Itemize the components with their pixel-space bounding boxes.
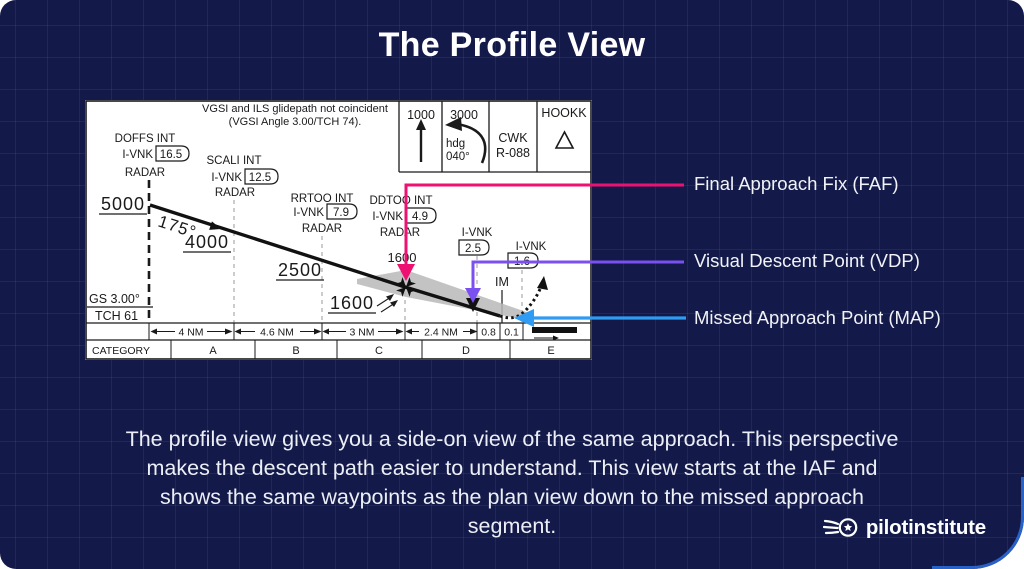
runway-arrow-head xyxy=(553,335,559,341)
distance-value: 3 NM xyxy=(349,327,374,339)
header-box-grid xyxy=(398,101,591,173)
fix-ident: I-VNK xyxy=(211,172,242,184)
runway-bar xyxy=(532,327,577,333)
fix-ident: I-VNK xyxy=(372,211,403,223)
category-value: C xyxy=(375,345,383,357)
turn-arrow xyxy=(456,122,487,164)
fix-name: DDTOO INT xyxy=(369,195,432,207)
faf-maltese-cross-icon xyxy=(396,277,416,297)
altitude-initial: 5000 xyxy=(101,194,145,214)
fix-scali: SCALI INT I-VNK 12.5 RADAR xyxy=(207,155,279,199)
category-value: A xyxy=(209,345,217,357)
fix-note: RADAR xyxy=(302,223,342,235)
radial: R-088 xyxy=(496,146,530,160)
fix-note: RADAR xyxy=(125,167,165,179)
fix-dme: 16.5 xyxy=(160,149,182,161)
altitude-step1: 4000 xyxy=(185,232,229,252)
distance-value: 4 NM xyxy=(178,327,203,339)
missed-approach-boxes: 1000 3000 hdg 040° CWK R-088 HOOKK xyxy=(398,101,591,173)
dme-box xyxy=(326,203,358,220)
fix-dme: 4.9 xyxy=(412,211,428,223)
fix-name: RRTOO INT xyxy=(291,193,354,205)
distance-category-table: 4 NM 4.6 NM 3 NM 2.4 NM 0.8 0.1 CATEGORY… xyxy=(86,322,591,359)
faf-crossing-altitude: 1600 xyxy=(388,250,417,265)
turn-altitude: 3000 xyxy=(450,108,478,122)
fix-name: SCALI INT xyxy=(207,155,262,167)
pilot-institute-badge-icon xyxy=(822,518,858,537)
glidepath-line xyxy=(149,203,501,318)
navaid: CWK xyxy=(498,131,528,145)
category-cell-dividers xyxy=(170,340,511,359)
table-row-lines xyxy=(86,322,591,341)
fix-ident: I-VNK xyxy=(462,227,493,239)
distance-arrows xyxy=(150,328,478,335)
fix-rrtoo: RRTOO INT I-VNK 7.9 RADAR xyxy=(291,193,358,235)
annotation-label-map: Missed Approach Point (MAP) xyxy=(694,307,941,328)
altitude-step3: 1600 xyxy=(330,293,374,313)
annotation-label-faf: Final Approach Fix (FAF) xyxy=(694,173,899,194)
fix-name: DOFFS INT xyxy=(115,133,176,145)
fix-ident: I-VNK xyxy=(122,149,153,161)
distance-value: 2.4 NM xyxy=(424,327,458,339)
distance-value: 0.8 xyxy=(481,327,496,339)
heading-value: 040° xyxy=(446,151,470,163)
vgsi-note: VGSI and ILS glidepath not coincident (V… xyxy=(202,103,388,128)
glideslope-text: GS 3.00° xyxy=(89,292,140,306)
dme-box xyxy=(155,145,190,162)
fix-dme: 1.6 xyxy=(514,256,530,268)
distance-value: 4.6 NM xyxy=(260,327,294,339)
distance-value: 0.1 xyxy=(504,327,519,339)
holding-fix: HOOKK xyxy=(541,106,587,120)
fix-dme: 2.5 xyxy=(465,243,481,255)
dme-box xyxy=(244,168,279,185)
altitude-step2: 2500 xyxy=(278,260,322,280)
runway-symbol xyxy=(532,327,577,341)
fix-dme: 12.5 xyxy=(249,172,271,184)
fix-note: RADAR xyxy=(215,187,255,199)
description-text: The profile view gives you a side-on vie… xyxy=(125,426,899,539)
corner-accent-decoration xyxy=(932,477,1024,569)
fix-ident: I-VNK xyxy=(516,241,547,253)
holding-fix-triangle-icon xyxy=(554,130,575,149)
heading-label: hdg xyxy=(446,138,465,150)
category-value: B xyxy=(292,345,299,357)
category-value: D xyxy=(462,345,470,357)
page-title: The Profile View xyxy=(378,26,646,64)
profile-chart-svg: VGSI and ILS glidepath not coincident (V… xyxy=(85,100,592,360)
fix-ident: I-VNK xyxy=(293,207,324,219)
annotation-label-vdp: Visual Descent Point (VDP) xyxy=(694,250,920,271)
category-label: CATEGORY xyxy=(92,345,150,357)
climb-arrow-head xyxy=(416,119,426,130)
course-arrow-head xyxy=(209,221,221,230)
im-marker-label: IM xyxy=(495,275,509,289)
glideslope-block: GS 3.00° TCH 61 xyxy=(87,292,153,323)
vgsi-note-line2: (VGSI Angle 3.00/TCH 74). xyxy=(229,116,362,128)
category-row: CATEGORY A B C D E xyxy=(92,345,555,357)
distance-values: 4 NM 4.6 NM 3 NM 2.4 NM 0.8 0.1 xyxy=(178,327,518,339)
fix-note: RADAR xyxy=(380,227,420,239)
category-value: E xyxy=(547,345,554,357)
tch-text: TCH 61 xyxy=(95,309,138,323)
fix-dme: 7.9 xyxy=(333,207,349,219)
vgsi-note-line1: VGSI and ILS glidepath not coincident xyxy=(202,103,388,115)
climb-altitude: 1000 xyxy=(407,108,435,122)
turn-arrow-head xyxy=(445,117,462,131)
faf-pointer-arrows xyxy=(376,294,398,313)
approach-profile-chart: VGSI and ILS glidepath not coincident (V… xyxy=(85,100,592,360)
fix-doffs: DOFFS INT I-VNK 16.5 RADAR xyxy=(115,133,190,179)
